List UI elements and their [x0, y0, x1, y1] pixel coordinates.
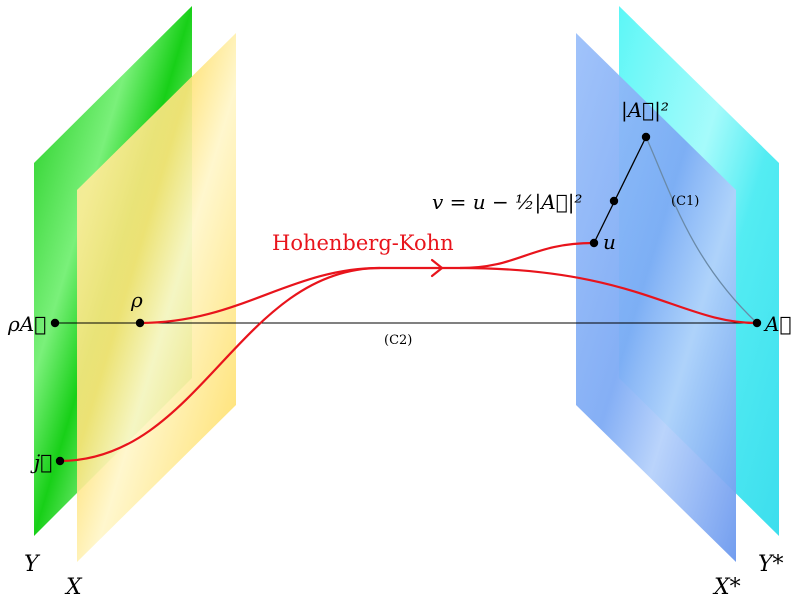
point-v: [609, 196, 619, 206]
label-plane-x: X: [64, 575, 83, 600]
point-rho-a: [50, 318, 60, 328]
label-u: u: [603, 230, 616, 254]
label-v: v = u − ½|A⃗|²: [432, 190, 582, 215]
label-hohenberg-kohn: Hohenberg-Kohn: [272, 231, 454, 255]
label-j: j⃗: [30, 450, 52, 474]
c1-curve: [645, 136, 758, 324]
label-plane-y: Y: [24, 552, 41, 577]
point-rho: [135, 318, 145, 328]
hk-curve-j: [59, 266, 381, 463]
point-a-sq: [641, 132, 651, 142]
label-a-squared: |A⃗|²: [621, 98, 669, 123]
label-c1: (C1): [671, 194, 699, 209]
hk-arrow-icon: [430, 258, 444, 278]
hk-curve-a: [459, 266, 758, 325]
point-j: [55, 456, 65, 466]
label-rho-a: ρA⃗: [7, 312, 46, 336]
label-c2: (C2): [384, 333, 412, 348]
label-a: A⃗: [763, 312, 791, 336]
label-rho: ρ: [130, 288, 143, 312]
plane-x: [77, 33, 236, 562]
label-plane-y-star: Y*: [758, 552, 784, 577]
point-u: [589, 238, 599, 248]
point-a: [752, 318, 762, 328]
hk-curve-rho: [139, 266, 381, 325]
label-plane-x-star: X*: [712, 575, 741, 600]
hk-curve-u: [459, 241, 595, 270]
c1-segment: [593, 136, 647, 244]
